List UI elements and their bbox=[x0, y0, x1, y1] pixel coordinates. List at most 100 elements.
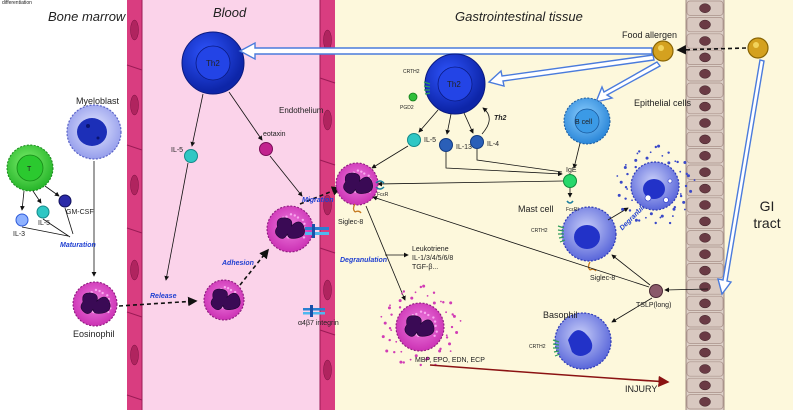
gi-tract-label-line2: tract bbox=[753, 215, 780, 231]
injury-label: INJURY bbox=[625, 384, 657, 394]
endothelium-label: Endothelium bbox=[279, 106, 324, 115]
th2-tissue-arrows bbox=[418, 107, 490, 135]
vessel-wall-left bbox=[126, 0, 143, 410]
epithelium-layer bbox=[685, 0, 725, 410]
myeloblast-cell bbox=[66, 104, 122, 160]
injury-arrow bbox=[429, 364, 670, 387]
cytokine-to-cells-arrows bbox=[371, 134, 583, 187]
tslp-cytokine bbox=[649, 284, 663, 298]
crth2-th2-label: CRTH2 bbox=[403, 69, 420, 75]
arrow-adhesion bbox=[239, 248, 269, 286]
b-cell-label: B cell bbox=[575, 119, 593, 126]
maturation-label: Maturation bbox=[60, 242, 96, 249]
eosinophil-degranulating bbox=[395, 302, 445, 352]
allergen-arrow-to-th2-blood bbox=[238, 41, 653, 61]
granule-proteins-label: MBP, EPO, EDN, ECP bbox=[415, 357, 485, 364]
blood-title: Blood bbox=[213, 5, 247, 20]
mast-granule-spray bbox=[616, 144, 696, 225]
gi-tissue-title: Gastrointestinal tissue bbox=[455, 9, 583, 24]
fcr-eos-label: FcεR bbox=[377, 192, 389, 198]
arrow-il5-to-release bbox=[164, 162, 189, 281]
il5-tissue-cytokine bbox=[407, 133, 421, 147]
eos-granule-spray bbox=[380, 284, 462, 367]
food-allergen-particle bbox=[652, 40, 674, 62]
th2-cell-blood bbox=[181, 31, 245, 95]
eosinophil-blood-adhering bbox=[266, 205, 314, 253]
allergen-arrow-to-th2-tissue bbox=[487, 54, 655, 87]
t-cell-output-arrows bbox=[20, 185, 74, 238]
th2-tissue-label: Th2 bbox=[447, 80, 461, 89]
mast-cell-degranulating bbox=[630, 161, 680, 211]
integrin-icon bbox=[303, 305, 325, 317]
food-allergen-lumen bbox=[747, 37, 769, 59]
ige-label: IgE bbox=[566, 167, 577, 174]
mast-cell bbox=[557, 206, 617, 262]
mediators-line2: IL-1/3/4/5/6/8 bbox=[412, 255, 453, 262]
th2-cell-tissue bbox=[423, 53, 486, 115]
ige-antibody bbox=[563, 174, 577, 188]
gmcsf-label: GM-CSF bbox=[66, 209, 94, 216]
crth2-baso-label: CRTH2 bbox=[529, 344, 546, 350]
il4-label: IL-4 bbox=[487, 141, 499, 148]
arrow-eotaxin-to-vessel bbox=[269, 155, 303, 197]
il13-label: IL-13 bbox=[456, 144, 472, 151]
eosinophil-blood-released bbox=[203, 279, 245, 321]
b-cell bbox=[563, 97, 611, 145]
integrin-adhesion-molecule bbox=[305, 224, 329, 238]
corner-note: differentiation bbox=[2, 0, 32, 6]
il13-cytokine bbox=[439, 138, 453, 152]
t-cell-label: T bbox=[27, 166, 32, 173]
degranulation-eos-label: Degranulation bbox=[340, 257, 387, 264]
vessel-wall-right bbox=[319, 0, 336, 410]
release-label: Release bbox=[150, 293, 177, 300]
th2-arrow-label: Th2 bbox=[494, 115, 507, 122]
il4-cytokine bbox=[470, 135, 484, 149]
eosinophil-label: Eosinophil bbox=[73, 329, 115, 339]
basophil-label: Basophil bbox=[543, 310, 578, 320]
gi-tract-arrow bbox=[717, 59, 765, 296]
il5-bm-label: IL-5 bbox=[38, 220, 50, 227]
eotaxin-chemokine bbox=[259, 142, 273, 156]
gi-tract-label-line1: GI bbox=[760, 198, 775, 214]
integrin-label: α4β7 integrin bbox=[298, 320, 339, 327]
fcer-receptor-eos bbox=[375, 180, 385, 190]
siglec8-mast-label: Siglec-8 bbox=[590, 275, 615, 282]
eosinophil-tissue bbox=[335, 162, 379, 206]
myeloblast-label: Myeloblast bbox=[76, 96, 120, 106]
tslp-label: TSLP(long) bbox=[636, 302, 671, 309]
adhesion-label: Adhesion bbox=[221, 260, 254, 267]
il5-blood-cytokine bbox=[184, 149, 198, 163]
t-cell bbox=[6, 144, 54, 192]
mast-cell-label: Mast cell bbox=[518, 204, 554, 214]
arrow-epithelium-to-tslp bbox=[664, 287, 709, 293]
tslp-output-arrows bbox=[372, 195, 653, 323]
siglec8-receptor-eos bbox=[352, 203, 362, 214]
th2-blood-label: Th2 bbox=[206, 59, 220, 68]
eotaxin-label: eotaxin bbox=[263, 131, 286, 138]
bone-marrow-title: Bone marrow bbox=[48, 9, 127, 24]
il3-label: IL-3 bbox=[13, 231, 25, 238]
arrow-mast-degranulation bbox=[607, 207, 629, 221]
basophil-cell bbox=[552, 312, 612, 370]
pgd2-molecule bbox=[408, 92, 418, 102]
arrow-allergen-entry bbox=[676, 44, 747, 55]
il5-blood-label: IL-5 bbox=[171, 147, 183, 154]
eosinophil-bone-marrow bbox=[72, 281, 118, 327]
food-allergen-label: Food allergen bbox=[622, 30, 677, 40]
arrow-release bbox=[118, 296, 198, 307]
il5-bm-cytokine bbox=[36, 205, 50, 219]
crth2-mast-label: CRTH2 bbox=[531, 228, 548, 234]
fceri-label: FcεRI bbox=[566, 207, 579, 213]
mediators-line3: TGF-β... bbox=[412, 264, 438, 271]
epithelial-cells-label: Epithelial cells bbox=[634, 98, 692, 108]
siglec8-eos-label: Siglec-8 bbox=[338, 219, 363, 226]
il5-tissue-label: IL-5 bbox=[424, 137, 436, 144]
migration-label: Migration bbox=[302, 197, 334, 204]
allergen-arrow-to-b-cell bbox=[594, 61, 662, 104]
pgd2-label: PGD2 bbox=[400, 105, 414, 111]
arrow-degranulation bbox=[365, 205, 406, 301]
th2-blood-arrows bbox=[190, 91, 263, 147]
gmcsf-cytokine bbox=[58, 194, 72, 208]
